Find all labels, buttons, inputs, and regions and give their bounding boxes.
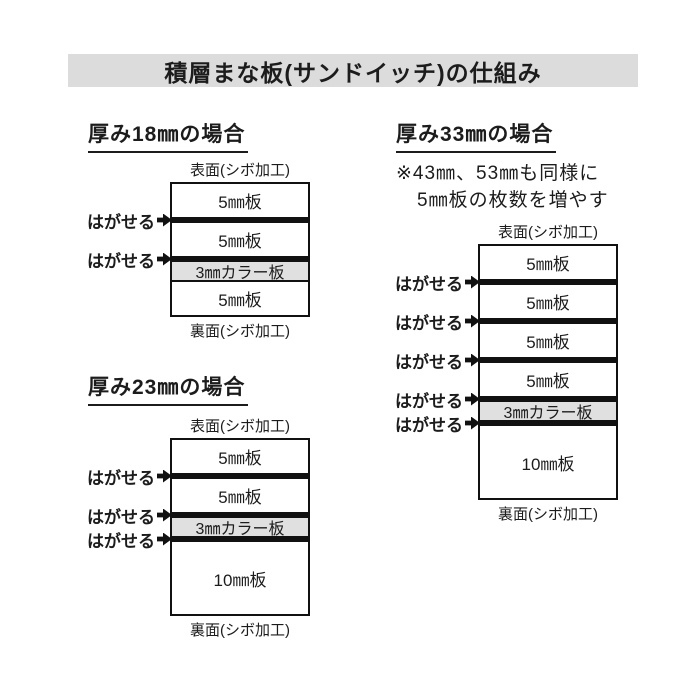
surface-label: 表面(シボ加工) [190,162,290,179]
layer-row-5mm: 5㎜板 [218,449,262,468]
right-arrow-icon [465,314,480,328]
peel-callout: はがせる [395,388,480,411]
peel-text: はがせる [395,274,463,294]
section-heading-18mm: 厚み18㎜の場合 [88,118,249,153]
right-arrow-icon [157,532,172,546]
page-title: 積層まな板(サンドイッチ)の仕組み [68,54,638,87]
layer-stack: 5㎜板 5㎜板 5㎜板 5㎜板 3㎜カラー板 10㎜板 [478,244,618,500]
peel-callout: はがせる [395,271,480,294]
peel-callout: はがせる [395,349,480,372]
right-arrow-icon [157,469,172,483]
peel-callout: はがせる [87,209,172,232]
peel-callout: はがせる [395,412,480,435]
peel-text: はがせる [87,212,155,232]
layer-row-5mm: 5㎜板 [218,291,262,310]
peel-text: はがせる [87,468,155,488]
peel-divider [480,357,616,363]
section-heading-23mm: 厚み23㎜の場合 [88,371,249,406]
layer-row-3mm: 3㎜カラー板 [172,262,308,282]
right-arrow-icon [157,252,172,266]
right-arrow-icon [465,353,480,367]
peel-text: はがせる [395,313,463,333]
right-arrow-icon [465,392,480,406]
peel-callout: はがせる [87,248,172,271]
layer-row-5mm: 5㎜板 [526,255,570,274]
layer-row-5mm: 5㎜板 [526,294,570,313]
peel-divider [172,536,308,542]
peel-callout: はがせる [87,504,172,527]
surface-label: 表面(シボ加工) [498,224,598,241]
right-arrow-icon [157,213,172,227]
note-33mm: ※43㎜、53㎜も同様に 5㎜板の枚数を増やす [396,160,609,214]
layer-row-3mm: 3㎜カラー板 [480,402,616,422]
thin-divider [172,280,308,282]
layer-row-5mm: 5㎜板 [218,193,262,212]
peel-divider [172,217,308,223]
peel-text: はがせる [395,415,463,435]
right-arrow-icon [157,508,172,522]
peel-divider [480,318,616,324]
peel-divider [480,420,616,426]
layer-row-5mm: 5㎜板 [218,232,262,251]
layer-row-3mm: 3㎜カラー板 [172,518,308,538]
peel-divider [172,256,308,262]
note-line-1: ※43㎜、53㎜も同様に [396,163,600,184]
peel-text: はがせる [395,352,463,372]
back-label: 裏面(シボ加工) [498,506,598,523]
layer-row-10mm: 10㎜板 [521,454,575,474]
surface-label: 表面(シボ加工) [190,418,290,435]
peel-divider [480,396,616,402]
section-heading-33mm: 厚み33㎜の場合 [396,118,557,153]
layer-row-5mm: 5㎜板 [526,333,570,352]
back-label: 裏面(シボ加工) [190,323,290,340]
layer-row-5mm: 5㎜板 [526,372,570,391]
layer-row-5mm: 5㎜板 [218,488,262,507]
back-label: 裏面(シボ加工) [190,622,290,639]
right-arrow-icon [465,275,480,289]
diagram-33mm: 表面(シボ加工) 5㎜板 5㎜板 5㎜板 5㎜板 3㎜カラー板 10㎜板裏面(シボ加工) はが… [395,222,622,526]
layer-stack: 5㎜板 5㎜板 3㎜カラー板 10㎜板 [170,438,310,616]
note-line-2: 5㎜板の枚数を増やす [417,190,609,211]
peel-callout: はがせる [87,528,172,551]
layer-stack: 5㎜板 5㎜板 3㎜カラー板 5㎜板 [170,182,310,317]
peel-text: はがせる [395,391,463,411]
peel-callout: はがせる [395,310,480,333]
peel-divider [172,512,308,518]
peel-text: はがせる [87,251,155,271]
peel-divider [480,279,616,285]
layer-row-10mm: 10㎜板 [213,570,267,590]
peel-divider [172,473,308,479]
peel-text: はがせる [87,531,155,551]
peel-text: はがせる [87,507,155,527]
right-arrow-icon [465,416,480,430]
peel-callout: はがせる [87,465,172,488]
